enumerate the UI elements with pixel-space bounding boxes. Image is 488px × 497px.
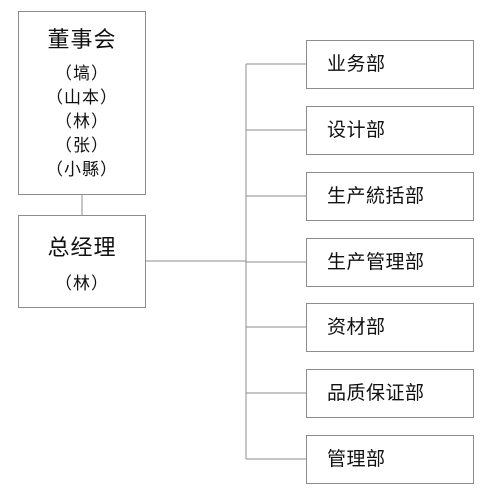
general-manager-box: 总经理 （林） bbox=[18, 215, 146, 308]
board-title: 董事会 bbox=[47, 28, 117, 53]
dept-box-quality-assurance: 品质保证部 bbox=[306, 369, 474, 418]
board-member: （张） bbox=[55, 136, 109, 156]
board-member: （小縣） bbox=[46, 160, 118, 180]
general-manager-member: （林） bbox=[55, 274, 109, 294]
dept-box-administration: 管理部 bbox=[306, 435, 474, 484]
board-member: （山本） bbox=[46, 88, 118, 108]
dept-box-materials: 资材部 bbox=[306, 303, 474, 352]
board-member: （林） bbox=[55, 112, 109, 132]
general-manager-members: （林） bbox=[19, 272, 145, 296]
dept-box-design: 设计部 bbox=[306, 106, 474, 155]
dept-box-production-control: 生产統括部 bbox=[306, 172, 474, 221]
general-manager-title: 总经理 bbox=[47, 236, 117, 261]
board-of-directors-box: 董事会 （塙） （山本） （林） （张） （小縣） bbox=[18, 11, 146, 195]
board-member: （塙） bbox=[55, 64, 109, 84]
board-members: （塙） （山本） （林） （张） （小縣） bbox=[19, 62, 145, 182]
dept-box-production-management: 生产管理部 bbox=[306, 238, 474, 287]
dept-box-sales: 业务部 bbox=[306, 40, 474, 89]
